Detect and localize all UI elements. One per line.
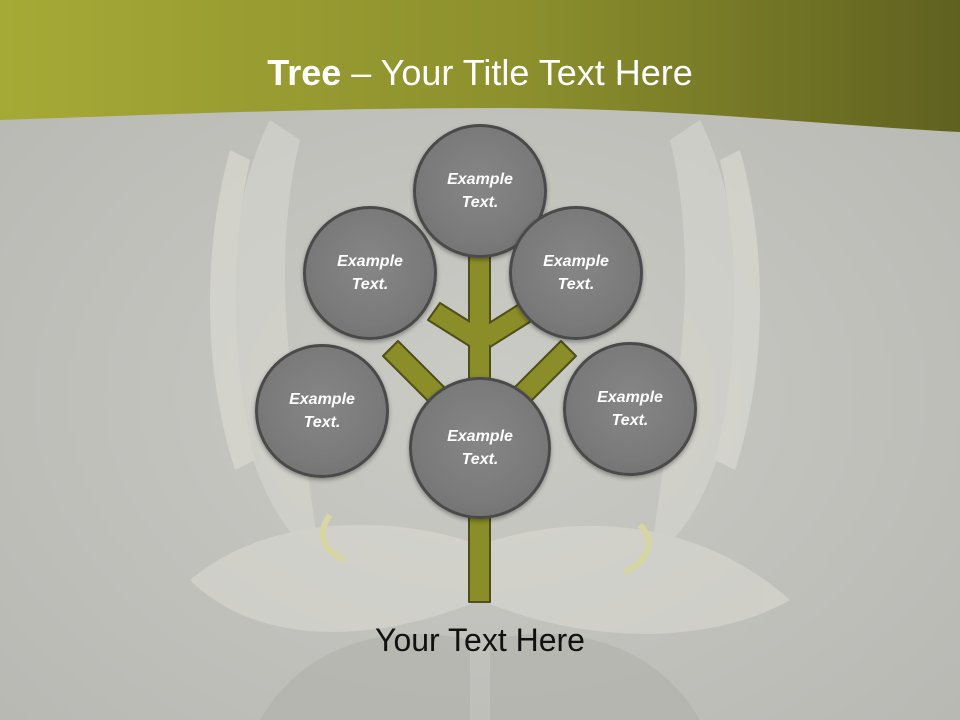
node-label: Example Text. bbox=[543, 253, 609, 293]
node-center: Example Text. bbox=[409, 377, 551, 519]
title-rest: – Your Title Text Here bbox=[341, 52, 693, 93]
title-bold: Tree bbox=[267, 52, 342, 93]
header-banner bbox=[0, 0, 960, 132]
slide-caption: Your Text Here bbox=[375, 622, 585, 658]
node-upper-left: Example Text. bbox=[303, 206, 437, 340]
node-lower-left: Example Text. bbox=[255, 344, 389, 478]
page-title: Tree – Your Title Text Here bbox=[0, 52, 960, 94]
node-lower-right: Example Text. bbox=[563, 342, 697, 476]
node-label: Example Text. bbox=[447, 428, 513, 468]
node-label: Example Text. bbox=[337, 253, 403, 293]
node-label: Example Text. bbox=[447, 171, 513, 211]
node-label: Example Text. bbox=[597, 389, 663, 429]
node-upper-right: Example Text. bbox=[509, 206, 643, 340]
node-label: Example Text. bbox=[289, 391, 355, 431]
